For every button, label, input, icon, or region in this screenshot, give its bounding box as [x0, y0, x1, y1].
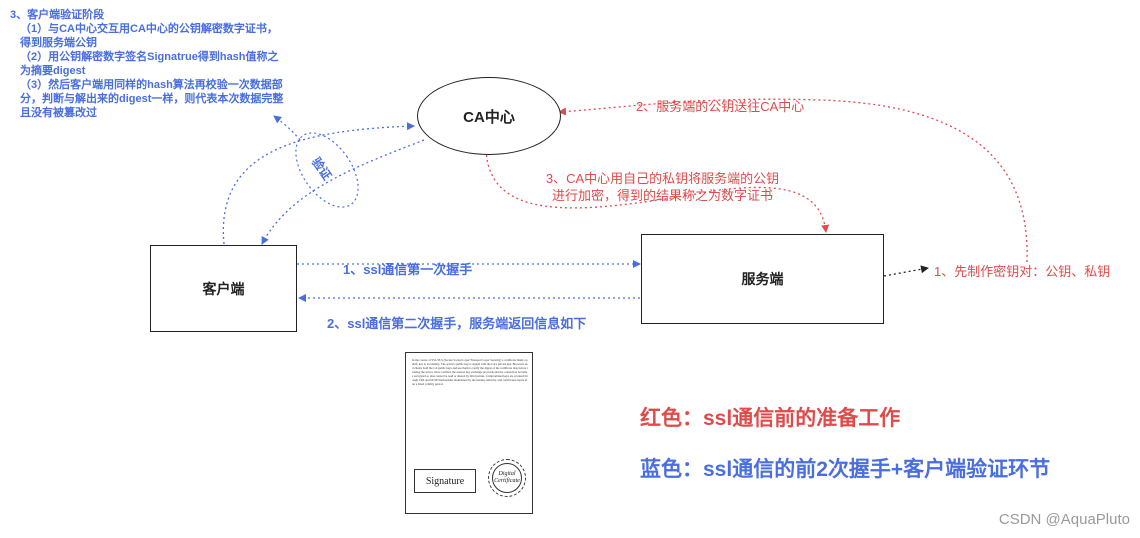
client-node: 客户端 — [150, 245, 297, 332]
client-label: 客户端 — [202, 280, 245, 297]
server-label: 服务端 — [741, 271, 784, 287]
digital-certificate-image: In the course of SSL/TLS (Secure Socket … — [405, 352, 533, 514]
notes-step1: （1）与CA中心交互用CA中心的公钥解密数字证书，得到服务端公钥 — [20, 23, 278, 49]
legend-blue: 蓝色：ssl通信的前2次握手+客户端验证环节 — [640, 458, 1051, 481]
notes-step2: （2）用公钥解密数字签名Signatrue得到hash值称之为摘要digest — [20, 51, 279, 77]
keypair-label: 1、先制作密钥对：公钥、私钥 — [934, 264, 1111, 279]
legend-red: 红色：ssl通信前的准备工作 — [640, 407, 901, 430]
certificate-signature-box: Signature — [414, 469, 476, 493]
keypair-arrow — [883, 265, 929, 277]
certificate-body-text: In the course of SSL/TLS (Secure Socket … — [412, 358, 528, 386]
verify-ellipse — [295, 132, 359, 208]
notes-step3: （3）然后客户端用同样的hash算法再校验一次数据部分，判断与解出来的diges… — [20, 79, 284, 119]
ca-center-label: CA中心 — [463, 108, 515, 126]
certificate-seal-icon: Digital Certificate — [488, 459, 526, 497]
server-pubkey-to-ca-label: 2、服务端的公钥送往CA中心 — [636, 99, 805, 114]
watermark: CSDN @AquaPluto — [998, 511, 1130, 528]
ca-sign-label: 3、CA中心用自己的私钥将服务端的公钥进行加密，得到的结果称之为数字证书 — [545, 171, 780, 203]
server-to-ca-arrow — [558, 98, 1028, 263]
ca-to-client-arrow — [261, 139, 425, 245]
notes-title: 3、客户端验证阶段 — [10, 9, 105, 21]
client-verify-notes: 3、客户端验证阶段 （1）与CA中心交互用CA中心的公钥解密数字证书，得到服务端… — [10, 8, 285, 120]
server-node: 服务端 — [641, 234, 884, 324]
handshake1-label: 1、ssl通信第一次握手 — [343, 262, 473, 277]
certificate-seal-text: Digital Certificate — [492, 463, 522, 493]
ca-to-server-arrow — [485, 149, 830, 233]
client-to-ca-arrow — [222, 122, 415, 245]
handshake2-label: 2、ssl通信第二次握手，服务端返回信息如下 — [327, 316, 587, 331]
ca-center-node: CA中心 — [417, 77, 561, 155]
